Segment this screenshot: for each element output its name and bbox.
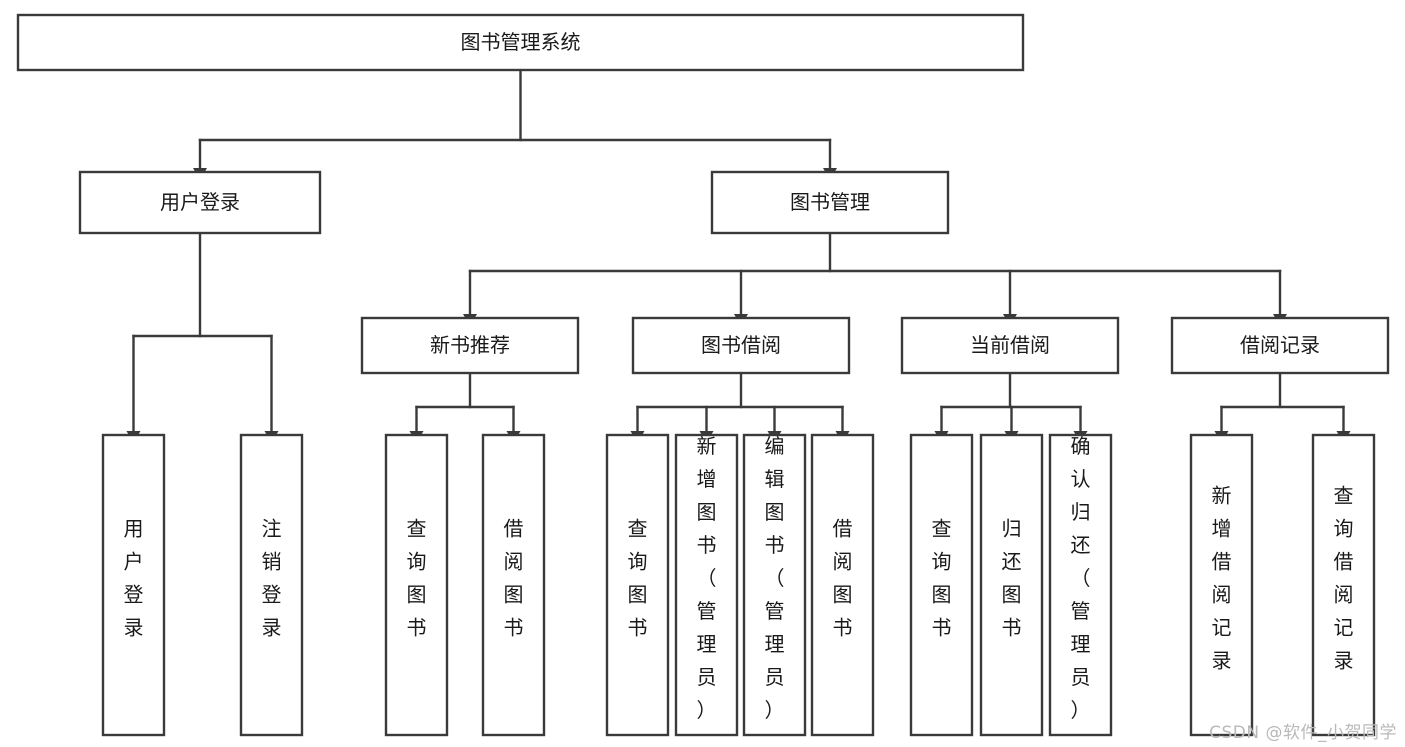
node-group: 图书管理系统用户登录图书管理新书推荐图书借阅当前借阅借阅记录用户登录注销登录查询… xyxy=(16,13,1390,737)
node-leaf-query-book-3[interactable]: 查询图书 xyxy=(909,433,974,737)
node-box-book-management xyxy=(710,170,950,235)
node-label-leaf-confirm-return: 确认归还（管理员） xyxy=(1071,434,1091,722)
node-label-leaf-edit-book: 编辑图书（管理员） xyxy=(765,434,785,722)
node-box-leaf-edit-book xyxy=(742,433,807,737)
node-box-leaf-confirm-return xyxy=(1048,433,1113,737)
node-leaf-query-record[interactable]: 查询借阅记录 xyxy=(1311,433,1376,737)
node-label-leaf-query-book-1: 查询图书 xyxy=(407,517,427,640)
node-leaf-borrow-book-1[interactable]: 借阅图书 xyxy=(481,433,546,737)
node-label-leaf-logout-login: 注销登录 xyxy=(262,517,282,640)
node-label-book-borrow: 图书借阅 xyxy=(701,333,781,357)
node-label-leaf-query-book-2: 查询图书 xyxy=(628,517,648,640)
node-root[interactable]: 图书管理系统 xyxy=(16,13,1025,72)
node-leaf-confirm-return[interactable]: 确认归还（管理员） xyxy=(1048,433,1113,737)
node-box-book-borrow xyxy=(631,316,851,375)
node-box-leaf-query-book-3 xyxy=(909,433,974,737)
node-label-book-management: 图书管理 xyxy=(790,190,870,214)
node-label-current-borrow: 当前借阅 xyxy=(970,333,1050,357)
node-box-leaf-user-login xyxy=(101,433,166,737)
node-label-leaf-return-book: 归还图书 xyxy=(1002,517,1022,640)
node-current-borrow[interactable]: 当前借阅 xyxy=(900,316,1120,375)
node-box-root xyxy=(16,13,1025,72)
node-box-user-login xyxy=(78,170,322,235)
node-label-leaf-user-login: 用户登录 xyxy=(124,517,144,640)
node-leaf-logout-login[interactable]: 注销登录 xyxy=(239,433,304,737)
node-leaf-add-record[interactable]: 新增借阅记录 xyxy=(1189,433,1254,737)
node-leaf-return-book[interactable]: 归还图书 xyxy=(979,433,1044,737)
node-label-leaf-query-book-3: 查询图书 xyxy=(932,517,952,640)
node-box-leaf-query-record xyxy=(1311,433,1376,737)
node-label-new-book-recommend: 新书推荐 xyxy=(430,333,510,357)
node-label-leaf-borrow-book-1: 借阅图书 xyxy=(504,517,524,640)
node-label-leaf-query-record: 查询借阅记录 xyxy=(1334,484,1354,673)
node-leaf-query-book-1[interactable]: 查询图书 xyxy=(384,433,449,737)
node-box-leaf-add-book xyxy=(674,433,739,737)
node-box-leaf-query-book-1 xyxy=(384,433,449,737)
node-leaf-query-book-2[interactable]: 查询图书 xyxy=(605,433,670,737)
node-user-login[interactable]: 用户登录 xyxy=(78,170,322,235)
node-leaf-edit-book[interactable]: 编辑图书（管理员） xyxy=(742,433,807,737)
node-leaf-user-login[interactable]: 用户登录 xyxy=(101,433,166,737)
node-label-borrow-record: 借阅记录 xyxy=(1240,333,1320,357)
node-borrow-record[interactable]: 借阅记录 xyxy=(1170,316,1390,375)
node-label-leaf-borrow-book-2: 借阅图书 xyxy=(833,517,853,640)
node-book-management[interactable]: 图书管理 xyxy=(710,170,950,235)
node-leaf-add-book[interactable]: 新增图书（管理员） xyxy=(674,433,739,737)
node-label-leaf-add-book: 新增图书（管理员） xyxy=(697,434,717,722)
node-label-user-login: 用户登录 xyxy=(160,190,240,214)
node-box-current-borrow xyxy=(900,316,1120,375)
node-box-new-book-recommend xyxy=(360,316,580,375)
node-box-leaf-return-book xyxy=(979,433,1044,737)
node-box-leaf-add-record xyxy=(1189,433,1254,737)
node-label-root: 图书管理系统 xyxy=(461,30,581,54)
node-box-leaf-borrow-book-1 xyxy=(481,433,546,737)
node-box-leaf-logout-login xyxy=(239,433,304,737)
node-leaf-borrow-book-2[interactable]: 借阅图书 xyxy=(810,433,875,737)
node-book-borrow[interactable]: 图书借阅 xyxy=(631,316,851,375)
node-label-leaf-add-record: 新增借阅记录 xyxy=(1212,484,1232,673)
connector-group xyxy=(126,68,1351,443)
node-box-leaf-borrow-book-2 xyxy=(810,433,875,737)
node-box-borrow-record xyxy=(1170,316,1390,375)
node-box-leaf-query-book-2 xyxy=(605,433,670,737)
node-new-book-recommend[interactable]: 新书推荐 xyxy=(360,316,580,375)
